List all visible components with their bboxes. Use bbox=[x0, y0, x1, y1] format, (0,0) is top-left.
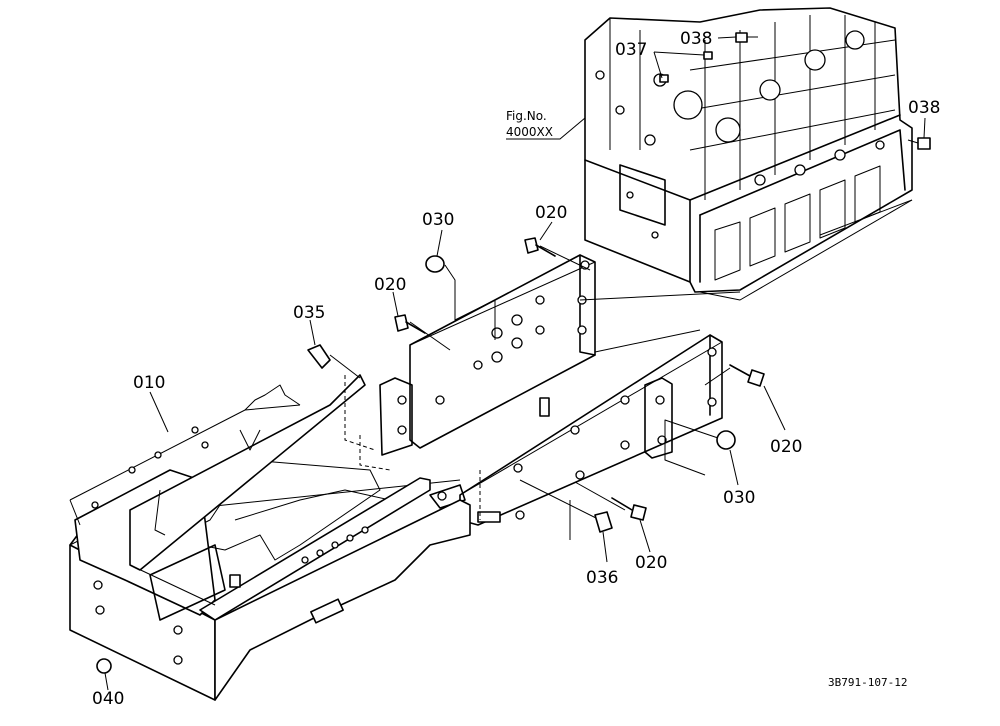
pin-035 bbox=[307, 344, 331, 369]
drawing-code: 3B791-107-12 bbox=[828, 676, 907, 689]
callout-036: 036 bbox=[586, 568, 618, 588]
main-frame-010 bbox=[69, 374, 471, 701]
callout-leaders bbox=[104, 36, 926, 691]
callout-030-top: 030 bbox=[422, 210, 454, 230]
callout-037: 037 bbox=[615, 40, 647, 60]
bolt-037 bbox=[659, 51, 713, 83]
callout-020-right: 020 bbox=[770, 437, 802, 457]
bolt-020-lower bbox=[611, 497, 647, 521]
callout-020-top: 020 bbox=[535, 203, 567, 223]
right-side-plate bbox=[429, 334, 723, 526]
callout-010: 010 bbox=[133, 373, 165, 393]
callout-038-right: 038 bbox=[908, 98, 940, 118]
left-side-plate bbox=[379, 254, 596, 456]
collar-030-right bbox=[716, 430, 736, 450]
bolt-040 bbox=[96, 658, 112, 674]
assembly-lines bbox=[329, 199, 913, 540]
figure-ref-line1: Fig.No. bbox=[506, 109, 547, 123]
figure-reference: Fig.No. 4000XX bbox=[506, 109, 586, 140]
callout-030-right: 030 bbox=[723, 488, 755, 508]
callout-038-top: 038 bbox=[680, 29, 712, 49]
callout-020-lower: 020 bbox=[635, 553, 667, 573]
bolt-020-top bbox=[524, 237, 556, 257]
callout-035: 035 bbox=[293, 303, 325, 323]
callout-040: 040 bbox=[92, 689, 124, 709]
bolt-020-mid bbox=[394, 314, 426, 334]
bolt-020-right bbox=[729, 364, 765, 387]
pin-036 bbox=[594, 511, 613, 533]
callout-020-mid: 020 bbox=[374, 275, 406, 295]
callout-labels: 037 038 038 030 020 020 035 010 020 030 … bbox=[92, 29, 940, 709]
collar-030-top bbox=[425, 255, 445, 273]
figure-ref-line2: 4000XX bbox=[506, 125, 553, 139]
